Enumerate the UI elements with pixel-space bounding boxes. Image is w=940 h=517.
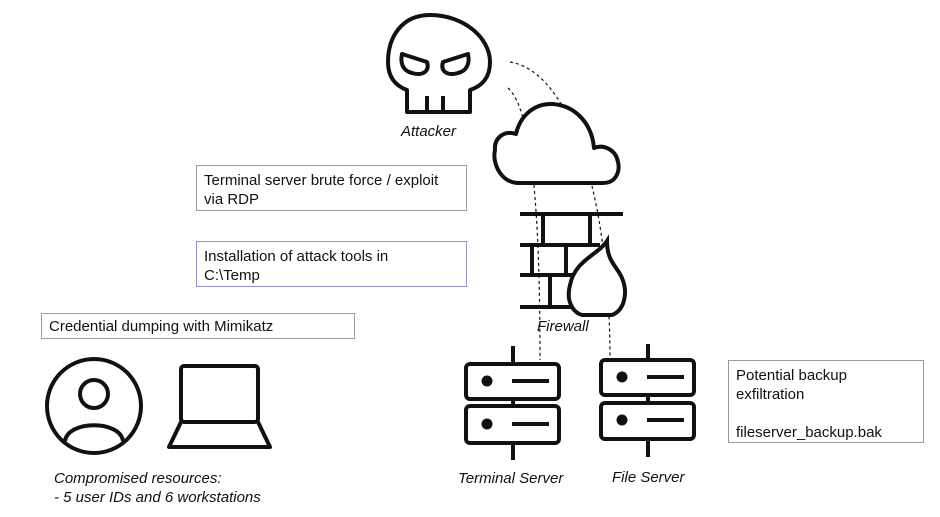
file-server-label: File Server <box>612 469 685 486</box>
step-install-tools-line1: Installation of attack tools in <box>204 248 389 265</box>
step-brute-force-box: Terminal server brute force / exploit vi… <box>196 165 467 211</box>
compromised-resources-title: Compromised resources: <box>54 470 222 487</box>
firewall-icon <box>520 212 627 317</box>
step-credential-dump-box: Credential dumping with Mimikatz <box>41 313 355 339</box>
step-exfiltration-box: Potential backup exfiltration fileserver… <box>728 360 924 443</box>
attacker-label: Attacker <box>401 123 457 140</box>
step-exfiltration-spacer <box>736 404 916 423</box>
compromised-resources-detail: - 5 user IDs and 6 workstations <box>54 489 261 506</box>
step-credential-dump-line1: Credential dumping with Mimikatz <box>49 318 274 335</box>
step-brute-force-line1: Terminal server brute force / exploit <box>204 172 439 189</box>
skull-icon <box>386 13 492 114</box>
file-server-icon <box>599 344 696 457</box>
cloud-icon <box>492 101 621 185</box>
terminal-server-icon <box>464 346 561 460</box>
step-exfiltration-line2: exfiltration <box>736 386 805 403</box>
laptop-icon <box>167 364 272 449</box>
user-icon <box>45 357 143 455</box>
step-install-tools-line2: C:\Temp <box>204 267 260 284</box>
firewall-label: Firewall <box>537 318 589 335</box>
step-exfiltration-filename: fileserver_backup.bak <box>736 424 882 441</box>
step-install-tools-box: Installation of attack tools in C:\Temp <box>196 241 467 287</box>
step-brute-force-line2: via RDP <box>204 191 260 208</box>
terminal-server-label: Terminal Server <box>458 470 564 487</box>
step-exfiltration-line1: Potential backup <box>736 367 847 384</box>
